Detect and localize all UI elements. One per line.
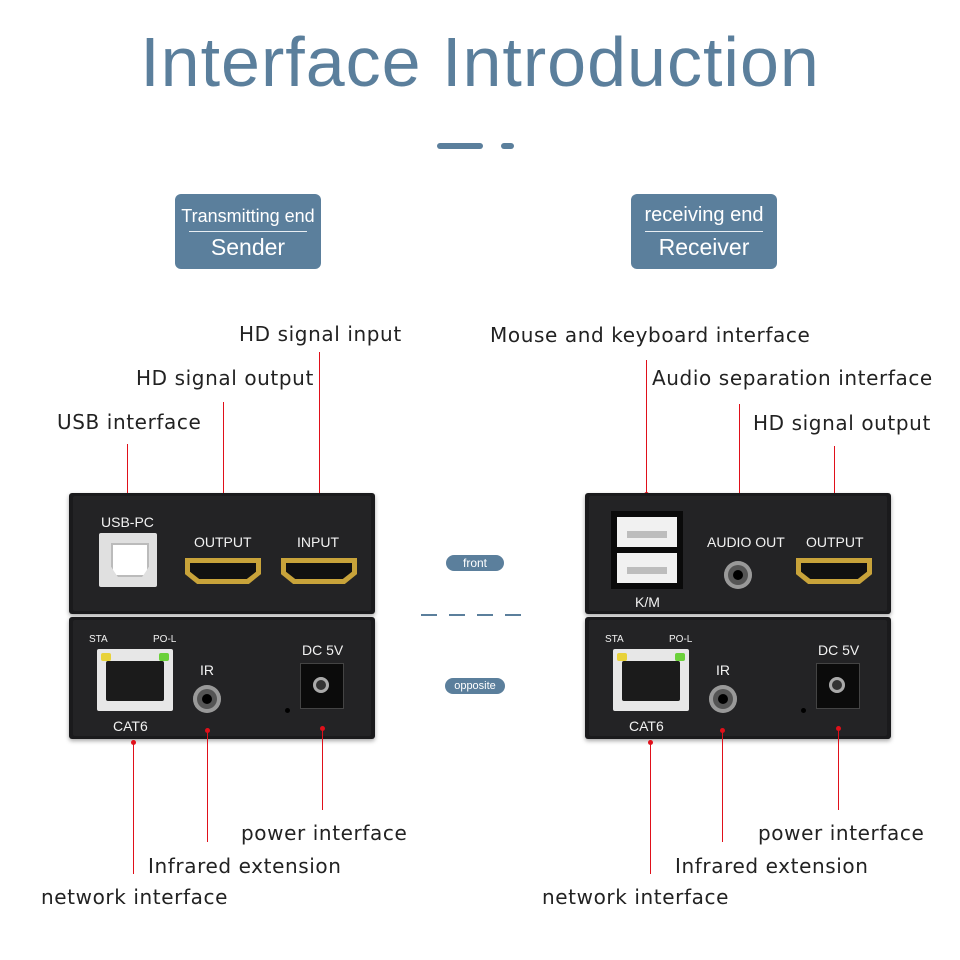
receiver-badge-line2: Receiver	[658, 234, 750, 260]
usb-a-port-bottom-tongue	[627, 567, 667, 574]
sender-leader-power	[322, 728, 323, 810]
receiver-ir-label: IR	[716, 662, 730, 678]
sender-hdmi-input-port	[281, 558, 357, 584]
sender-badge-line2: Sender	[210, 234, 286, 260]
sender-dc-label: DC 5V	[302, 642, 344, 658]
sender-label-network: network interface	[41, 885, 228, 909]
title-divider-short	[501, 143, 514, 149]
sender-back-panel: STA PO-L CAT6 IR DC 5V	[69, 617, 375, 739]
sender-leader-hd-output	[223, 402, 224, 522]
sender-hdmi-output-port	[185, 558, 261, 584]
sender-pinhole	[285, 708, 290, 713]
receiver-hdmi-output-socket	[801, 563, 867, 579]
receiver-leader-dot-power	[836, 726, 841, 731]
receiver-audio-label: AUDIO OUT	[707, 534, 785, 550]
sender-leader-dot-infrared	[205, 728, 210, 733]
sender-input-label: INPUT	[297, 534, 339, 550]
receiver-rj45-socket	[622, 661, 680, 701]
sender-ir-jack	[193, 685, 221, 713]
sender-pol-label: PO-L	[153, 634, 177, 645]
km-usb-ports	[611, 511, 683, 589]
sender-hdmi-output-socket	[190, 563, 256, 579]
receiver-label-audio: Audio separation interface	[652, 366, 933, 390]
sender-cat6-label: CAT6	[113, 718, 148, 734]
receiver-leader-network	[650, 742, 651, 874]
receiver-sta-label: STA	[605, 634, 624, 645]
receiver-ir-jack	[709, 685, 737, 713]
receiver-sta-led	[617, 653, 627, 661]
receiver-leader-dot-infrared	[720, 728, 725, 733]
sender-output-label: OUTPUT	[194, 534, 252, 550]
sender-label-infrared: Infrared extension	[148, 854, 342, 878]
sender-badge: Transmitting end Sender	[175, 194, 321, 269]
sender-leader-infrared	[207, 730, 208, 842]
sender-badge-line1: Transmitting end	[181, 206, 315, 226]
sender-badge-rule	[189, 231, 307, 232]
receiver-pol-label: PO-L	[669, 634, 693, 645]
receiver-label-network: network interface	[542, 885, 729, 909]
receiver-label-hd-output: HD signal output	[753, 411, 931, 435]
audio-out-jack	[724, 561, 752, 589]
receiver-leader-hd-output	[834, 446, 835, 520]
receiver-output-label: OUTPUT	[806, 534, 864, 550]
usb-a-port-top	[617, 517, 677, 547]
receiver-rj45-port	[613, 649, 689, 711]
sender-label-hd-input: HD signal input	[239, 322, 402, 346]
receiver-leader-mouse-kb	[646, 360, 647, 494]
sender-leader-usb	[127, 444, 128, 504]
receiver-label-power: power interface	[758, 821, 925, 845]
receiver-leader-infrared	[722, 730, 723, 842]
receiver-km-label: K/M	[635, 594, 660, 610]
sender-label-hd-output: HD signal output	[136, 366, 314, 390]
receiver-badge-rule	[645, 231, 763, 232]
sender-hdmi-input-socket	[286, 563, 352, 579]
receiver-hdmi-output-port	[796, 558, 872, 584]
receiver-leader-power	[838, 728, 839, 810]
sender-sta-led	[101, 653, 111, 661]
sender-front-panel: USB-PC OUTPUT INPUT	[69, 493, 375, 614]
receiver-badge-line1: receiving end	[644, 204, 764, 226]
receiver-badge: receiving end Receiver	[631, 194, 777, 269]
sender-rj45-socket	[106, 661, 164, 701]
sender-sta-label: STA	[89, 634, 108, 645]
sender-leader-hd-input	[319, 352, 320, 522]
receiver-dc-jack	[816, 663, 860, 709]
page-title: Interface Introduction	[140, 23, 820, 101]
usb-b-port-socket	[111, 543, 149, 577]
receiver-leader-dot-network	[648, 740, 653, 745]
sender-leader-network	[133, 742, 134, 874]
sender-dc-jack	[300, 663, 344, 709]
sender-usb-label: USB-PC	[101, 514, 154, 530]
receiver-leader-audio	[739, 404, 740, 520]
sender-leader-dot-network	[131, 740, 136, 745]
sender-label-power: power interface	[241, 821, 408, 845]
sender-label-usb: USB interface	[57, 410, 202, 434]
usb-b-port	[99, 533, 157, 587]
center-dashed-divider	[421, 614, 531, 616]
receiver-pol-led	[675, 653, 685, 661]
receiver-dc-label: DC 5V	[818, 642, 860, 658]
receiver-cat6-label: CAT6	[629, 718, 664, 734]
sender-rj45-port	[97, 649, 173, 711]
receiver-pinhole	[801, 708, 806, 713]
front-pill: front	[446, 555, 504, 571]
receiver-back-panel: STA PO-L CAT6 IR DC 5V	[585, 617, 891, 739]
opposite-pill: opposite	[445, 678, 505, 694]
sender-pol-led	[159, 653, 169, 661]
receiver-label-mouse-kb: Mouse and keyboard interface	[490, 323, 811, 347]
receiver-label-infrared: Infrared extension	[675, 854, 869, 878]
usb-a-port-bottom	[617, 553, 677, 583]
sender-ir-label: IR	[200, 662, 214, 678]
title-divider-long	[437, 143, 483, 149]
sender-leader-dot-power	[320, 726, 325, 731]
receiver-front-panel: K/M AUDIO OUT OUTPUT	[585, 493, 891, 614]
usb-a-port-top-tongue	[627, 531, 667, 538]
